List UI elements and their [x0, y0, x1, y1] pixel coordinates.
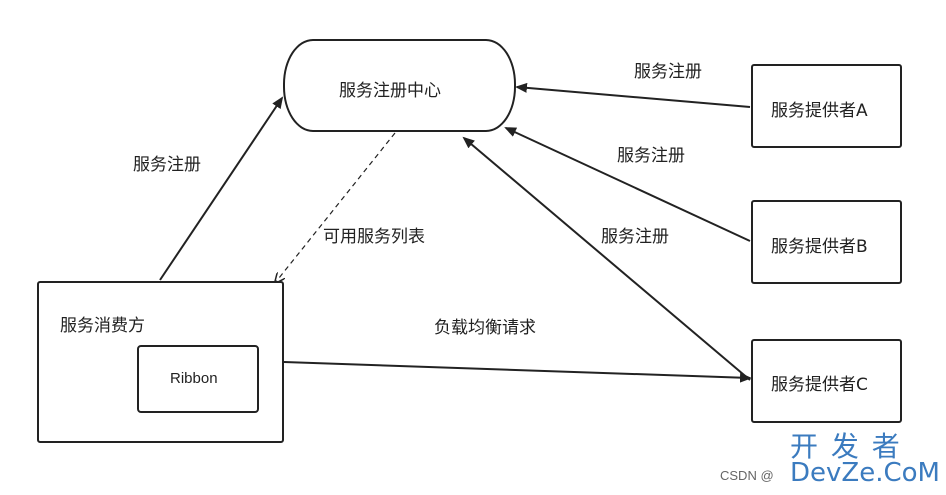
edge-consumer-register: [159, 96, 284, 281]
csdn-watermark: CSDN @: [720, 468, 774, 483]
register-label-c: 服务注册: [601, 227, 669, 247]
devze-logo-top: 开 发 者: [790, 430, 902, 463]
provider-a-label: 服务提供者A: [771, 101, 868, 121]
ribbon-label: Ribbon: [170, 370, 218, 387]
provider-b-label: 服务提供者B: [771, 237, 868, 257]
provider-c-node: [751, 339, 902, 423]
available-list-label: 可用服务列表: [323, 227, 425, 247]
provider-b-node: [751, 200, 902, 284]
provider-a-node: [751, 64, 902, 148]
load-balance-label: 负载均衡请求: [434, 318, 536, 338]
register-label-consumer: 服务注册: [133, 155, 201, 175]
registry-label: 服务注册中心: [339, 81, 441, 101]
devze-logo-bottom: DevZe.CoM: [790, 458, 940, 488]
edge-provider-c-register: [462, 136, 751, 381]
ribbon-node: [137, 345, 259, 413]
edge-provider-b-register: [504, 127, 751, 242]
edge-load-balance: [283, 361, 752, 383]
edge-available-list: [275, 132, 396, 283]
register-label-b: 服务注册: [617, 146, 685, 166]
consumer-label: 服务消费方: [60, 316, 145, 336]
registry-node: [283, 39, 516, 132]
edge-provider-a-register: [515, 82, 751, 108]
register-label-a: 服务注册: [634, 62, 702, 82]
provider-c-label: 服务提供者C: [771, 375, 868, 395]
